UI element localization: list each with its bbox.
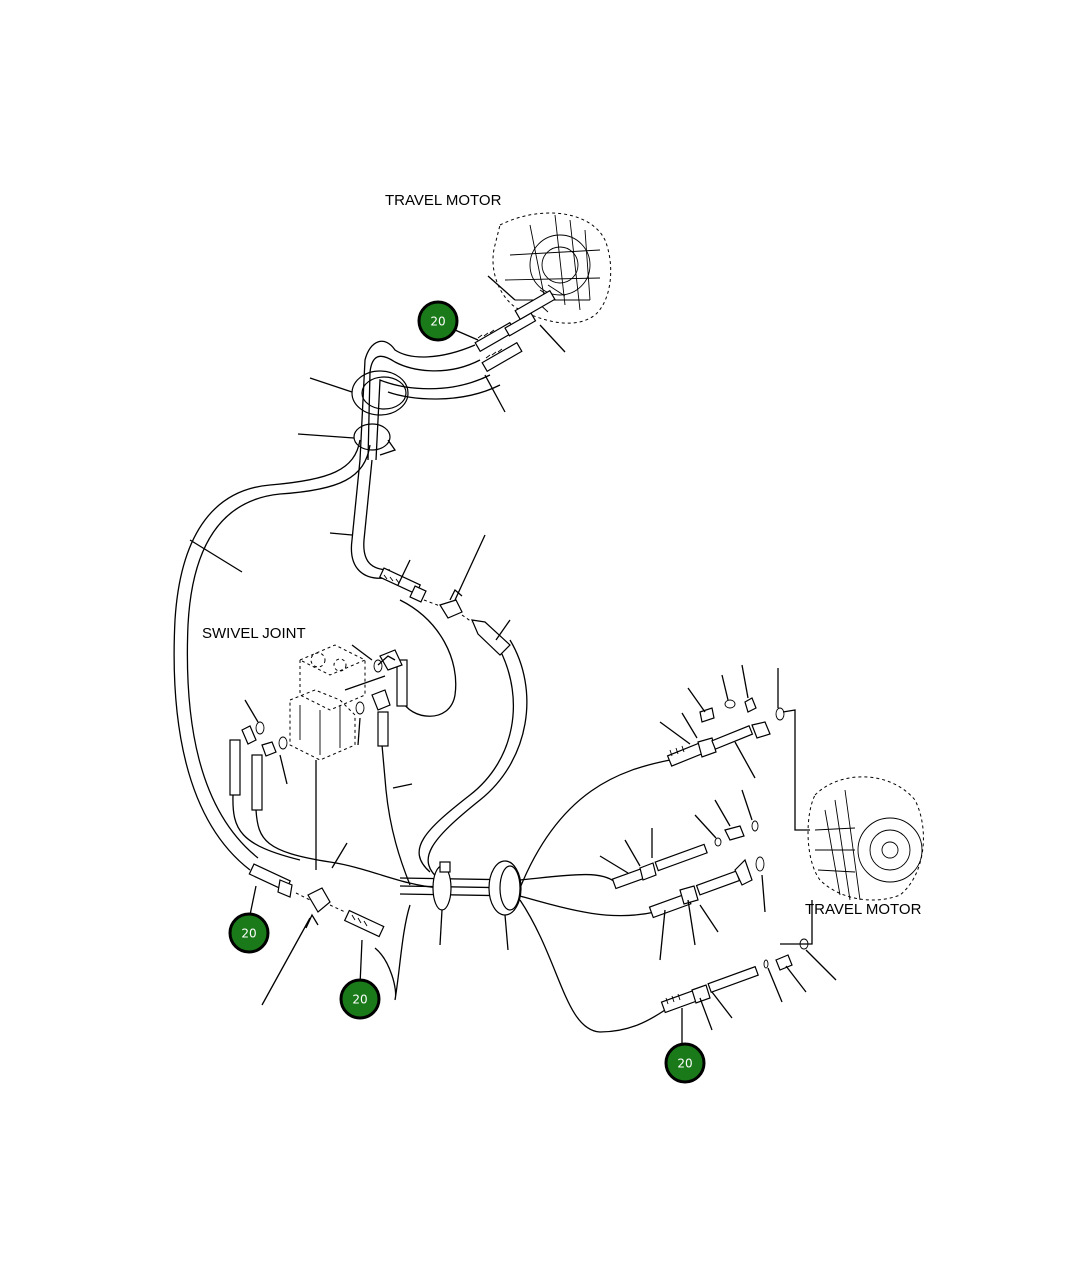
callout-number: 20: [430, 315, 445, 329]
travel-motor-right-label: TRAVEL MOTOR: [805, 901, 922, 918]
callout-badge: 20: [228, 912, 270, 954]
callout-number: 20: [352, 993, 367, 1007]
top-motor-fittings: [454, 275, 566, 413]
travel-motor-right: [807, 776, 924, 901]
travel-motor-top: [492, 212, 612, 324]
swivel-joint: [229, 644, 408, 811]
upper-middle-fittings: [377, 534, 511, 666]
callout-badge: 20: [339, 978, 381, 1020]
travel-motor-top-label: TRAVEL MOTOR: [385, 192, 502, 209]
hose-lines: [173, 340, 813, 1033]
hose-clamp-lower: [432, 860, 522, 951]
callout-number: 20: [677, 1057, 692, 1071]
swivel-joint-label: SWIVEL JOINT: [202, 625, 306, 642]
callout-badge: 20: [417, 300, 459, 342]
callout-badge: 20: [664, 1042, 706, 1084]
lower-left-fittings: [248, 863, 385, 1006]
callout-number: 20: [241, 927, 256, 941]
right-fittings: [599, 664, 837, 1050]
